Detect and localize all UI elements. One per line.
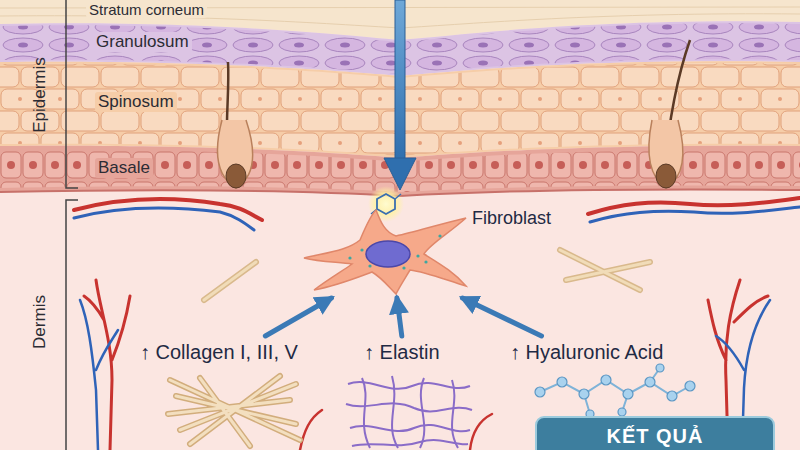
stimulus-arrow xyxy=(265,298,331,336)
epidermis-bracket xyxy=(66,0,78,188)
granule xyxy=(360,248,363,251)
granule xyxy=(348,256,351,259)
granule xyxy=(402,266,405,269)
stimulus-arrow xyxy=(462,298,541,336)
collagen-bundle xyxy=(168,376,300,446)
hair-follicle xyxy=(649,40,690,188)
hyaluronic-acid-molecule xyxy=(535,364,695,418)
penetration-arrow xyxy=(384,0,416,190)
nucleus xyxy=(366,241,410,267)
dermis-ground xyxy=(0,190,800,450)
region-label: Dermis xyxy=(30,295,50,349)
result-box: KẾT QUẢ xyxy=(535,416,775,450)
effect-text: ↑ Hyaluronic Acid xyxy=(510,341,663,364)
layer-label: Basale xyxy=(95,158,153,178)
result-title: KẾT QUẢ xyxy=(607,425,704,448)
effect-label: ↑ Collagen I, III, V xyxy=(136,340,302,365)
fibroblast-cell: Fibroblast xyxy=(300,206,562,296)
granule xyxy=(424,260,427,263)
cell-name: Fibroblast xyxy=(472,208,551,229)
dermis-bracket xyxy=(66,200,78,450)
effect-text: ↑ Elastin xyxy=(364,341,440,364)
layer-label: Granulosum xyxy=(93,32,192,52)
effect-label: ↑ Elastin xyxy=(360,340,444,365)
layer-label: Stratum corneum xyxy=(86,1,207,18)
cell-body xyxy=(304,210,466,294)
effect-label: ↑ Hyaluronic Acid xyxy=(506,340,667,365)
granule xyxy=(438,234,441,237)
effect-text: ↑ Collagen I, III, V xyxy=(140,341,298,364)
granule xyxy=(368,264,371,267)
layer-label: Spinosum xyxy=(95,92,177,112)
stimulus-arrow xyxy=(397,298,402,336)
hair-follicle xyxy=(218,62,253,188)
region-label: Epidermis xyxy=(30,57,50,133)
granule xyxy=(416,254,419,257)
elastin-mesh xyxy=(346,376,472,448)
fibroblast-shape xyxy=(300,206,472,296)
